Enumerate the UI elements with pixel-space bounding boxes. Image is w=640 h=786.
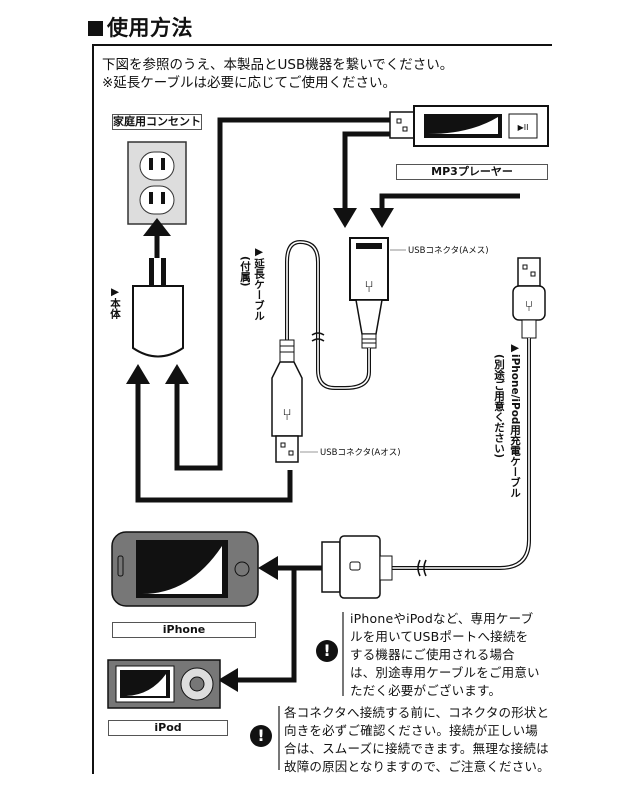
note-1-line: iPhoneやiPodなど、専用ケーブ (350, 611, 534, 626)
note-2-line: 各コネクタへ接続する前に、コネクタの形状と (284, 705, 550, 720)
mp3-player-label: MP3プレーヤー (396, 164, 548, 180)
usb-icon: ⑂ (364, 277, 374, 296)
left-divider (92, 44, 94, 774)
usb-female-label: USBコネクタ(Aメス) (408, 246, 489, 256)
note-2-line: 向きを必ずご確認ください。接続が正しい場 (284, 723, 539, 738)
extension-cable-label-line-2: (付属) (239, 256, 251, 287)
note-divider-1 (342, 612, 344, 696)
ipod-label: iPod (108, 720, 228, 736)
note-2-line: 合は、スムーズに接続できます。無理な接続は (284, 741, 549, 756)
top-divider (92, 44, 552, 46)
ac-adapter (132, 258, 184, 358)
note-1-line: する機器にご使用される場合 (350, 647, 515, 662)
charging-cable-label-line-2: (別途ご用意ください) (493, 354, 505, 459)
intro-line-1: 下図を参照のうえ、本製品とUSB機器を繋いでください。 (102, 57, 454, 73)
note-1: iPhoneやiPodなど、専用ケーブ ルを用いてUSBポートへ接続を する機器… (350, 610, 540, 700)
outlet-label: 家庭用コンセント (112, 114, 202, 130)
iphone-label: iPhone (112, 622, 256, 638)
charging-cable-label: ▶iPhone/iPod用充電ケーブル (508, 342, 522, 498)
note-2: 各コネクタへ接続する前に、コネクタの形状と 向きを必ずご確認ください。接続が正し… (284, 704, 550, 776)
extension-cable-note: (付属) (238, 256, 252, 287)
charging-cable-note: (別途ご用意ください) (492, 354, 506, 458)
charging-cable-usb-plug: ⑂ (512, 257, 546, 339)
dock-connector (321, 535, 393, 599)
play-pause-icon: ▶II (518, 123, 529, 132)
intro-text: 下図を参照のうえ、本製品とUSB機器を繋いでください。 ※延長ケーブルは必要に応… (102, 56, 453, 92)
heading-square-icon (88, 21, 103, 36)
usb-male-connector: ⑂ (271, 339, 303, 463)
svg-text:⑂: ⑂ (524, 297, 533, 315)
note-1-line: ルを用いてUSBポートへ接続を (350, 629, 529, 644)
warning-icon: ! (250, 725, 272, 747)
warning-icon: ! (316, 640, 338, 662)
extension-cable-label-line-1: ▶延長ケーブル (253, 246, 265, 321)
intro-line-2: ※延長ケーブルは必要に応じてご使用ください。 (102, 75, 397, 91)
page-title: 使用方法 (88, 12, 193, 42)
main-unit-label: ▶本体 (109, 286, 121, 319)
iphone-device (111, 531, 259, 607)
note-2-line: 故障の原因となりますので、ご注意ください。 (284, 759, 550, 774)
page-title-text: 使用方法 (107, 16, 193, 40)
extension-cable-label: ▶延長ケーブル (252, 246, 266, 321)
usb-male-label: USBコネクタ(Aオス) (320, 448, 401, 458)
svg-text:⑂: ⑂ (282, 405, 292, 424)
usb-female-connector: ⑂ (349, 237, 389, 349)
wall-outlet (127, 141, 187, 225)
note-divider-2 (278, 706, 280, 770)
ipod-device (107, 659, 221, 709)
note-1-line: は、別途専用ケーブルをご用意い (350, 665, 540, 680)
note-1-line: ただく必要がございます。 (350, 683, 502, 698)
charging-cable-label-line-1: ▶iPhone/iPod用充電ケーブル (509, 342, 521, 498)
mp3-player: ▶II (389, 105, 549, 147)
